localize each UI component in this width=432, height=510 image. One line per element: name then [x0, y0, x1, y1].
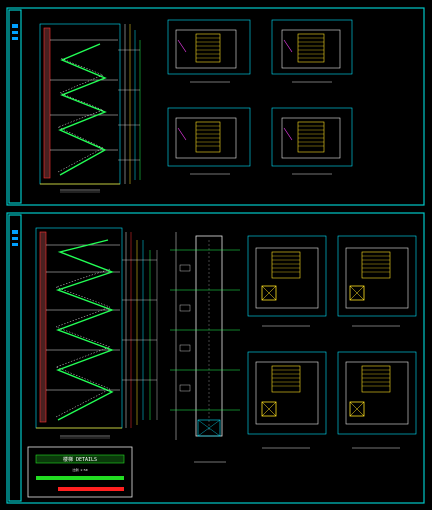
sheet-1-stair-section — [39, 23, 141, 193]
sheet-1-margin-ticks — [12, 24, 18, 40]
sheet-1-plan-top-left — [167, 19, 251, 83]
title-block-red-bar — [58, 487, 124, 491]
sheet-1-plan-bottom-right — [271, 107, 353, 175]
sheet-1 — [6, 7, 425, 206]
sheet-1-margin-strip — [8, 9, 22, 204]
title-block-green-bar — [36, 476, 124, 480]
sheet-2-plan-bottom-left — [247, 351, 327, 449]
sheet-2: 楼梯 DETAILS 比例 1:50 — [6, 212, 425, 504]
sheet-2-stair-section — [35, 227, 158, 439]
title-block-title: 楼梯 DETAILS — [63, 456, 97, 463]
sheet-1-plan-bottom-left — [167, 107, 251, 175]
title-block-subtitle: 比例 1:50 — [72, 467, 87, 472]
sheet-2-plan-bottom-right — [337, 351, 417, 449]
sheet-2-plan-top-left — [247, 235, 327, 327]
sheet-2-border — [6, 212, 425, 504]
sheet-2-plan-top-right — [337, 235, 417, 327]
sheet-1-border — [6, 7, 425, 206]
sheet-2-margin-ticks — [12, 230, 18, 246]
sheet-2-shaft-section — [170, 232, 240, 463]
sheet-1-plan-top-right — [271, 19, 353, 83]
title-block: 楼梯 DETAILS 比例 1:50 — [27, 446, 133, 498]
sheet-2-margin-strip — [8, 214, 22, 502]
